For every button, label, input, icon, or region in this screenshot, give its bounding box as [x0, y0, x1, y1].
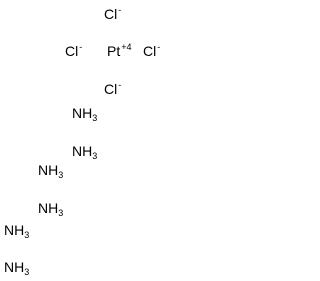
chloride-charge: - — [118, 5, 122, 15]
chloride-charge: - — [118, 80, 122, 90]
ammonia-symbol: NH — [38, 162, 59, 178]
ammonia-molecule-5: NH3 — [4, 222, 30, 240]
ammonia-subscript: 3 — [24, 267, 30, 277]
chloride-ion-4: Cl- — [104, 80, 122, 98]
ammonia-molecule-3: NH3 — [38, 162, 64, 180]
ammonia-subscript: 3 — [24, 230, 30, 240]
molecule-canvas: Cl- Cl- Pt+4 Cl- Cl- NH3 NH3 NH3 NH3 NH3… — [4, 5, 161, 277]
ammonia-subscript: 3 — [92, 151, 98, 161]
chloride-ion-1: Cl- — [104, 5, 122, 23]
ammonia-molecule-1: NH3 — [72, 105, 98, 123]
platinum-ion: Pt+4 — [107, 42, 132, 60]
ammonia-subscript: 3 — [92, 113, 98, 123]
chloride-symbol: Cl — [104, 6, 118, 22]
ammonia-symbol: NH — [72, 143, 93, 159]
ammonia-subscript: 3 — [58, 170, 64, 180]
platinum-charge: +4 — [121, 42, 132, 52]
ammonia-symbol: NH — [4, 259, 25, 275]
chloride-symbol: Cl — [104, 81, 118, 97]
chloride-ion-3: Cl- — [143, 42, 161, 60]
platinum-symbol: Pt — [107, 43, 121, 59]
chloride-symbol: Cl — [143, 43, 157, 59]
chloride-charge: - — [157, 42, 161, 52]
chloride-ion-2: Cl- — [65, 42, 83, 60]
ammonia-subscript: 3 — [58, 208, 64, 218]
ammonia-molecule-2: NH3 — [72, 143, 98, 161]
chloride-symbol: Cl — [65, 43, 79, 59]
ammonia-symbol: NH — [4, 222, 25, 238]
ammonia-symbol: NH — [38, 200, 59, 216]
chloride-charge: - — [79, 42, 83, 52]
ammonia-molecule-4: NH3 — [38, 200, 64, 218]
ammonia-molecule-6: NH3 — [4, 259, 30, 277]
ammonia-symbol: NH — [72, 105, 93, 121]
